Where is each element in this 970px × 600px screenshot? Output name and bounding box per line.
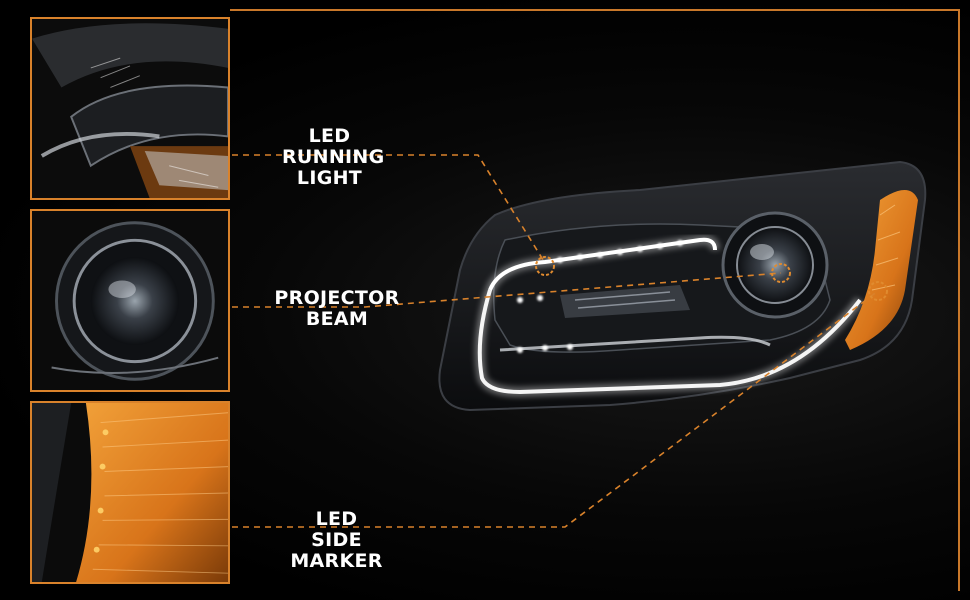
detail-thumb-projector [30,209,230,392]
frame-right-line [958,9,960,591]
detail-thumb-running-light [30,17,230,200]
callout-line: RUNNING [282,146,385,168]
callout-line: SIDE MARKER [290,529,383,572]
detail-thumb-side-marker [30,401,230,584]
callout-projector-beam: PROJECTOR BEAM [268,288,406,330]
callout-line: PROJECTOR [274,287,400,309]
callout-led-running-light: LED RUNNING LIGHT [282,125,385,189]
callout-line: LIGHT [296,167,363,189]
callout-led-side-marker: LED SIDE MARKER [264,509,409,572]
callout-line: BEAM [305,308,369,330]
callout-line: LED [315,508,358,530]
frame-top-line [230,9,960,11]
callout-line: LED [308,125,351,147]
